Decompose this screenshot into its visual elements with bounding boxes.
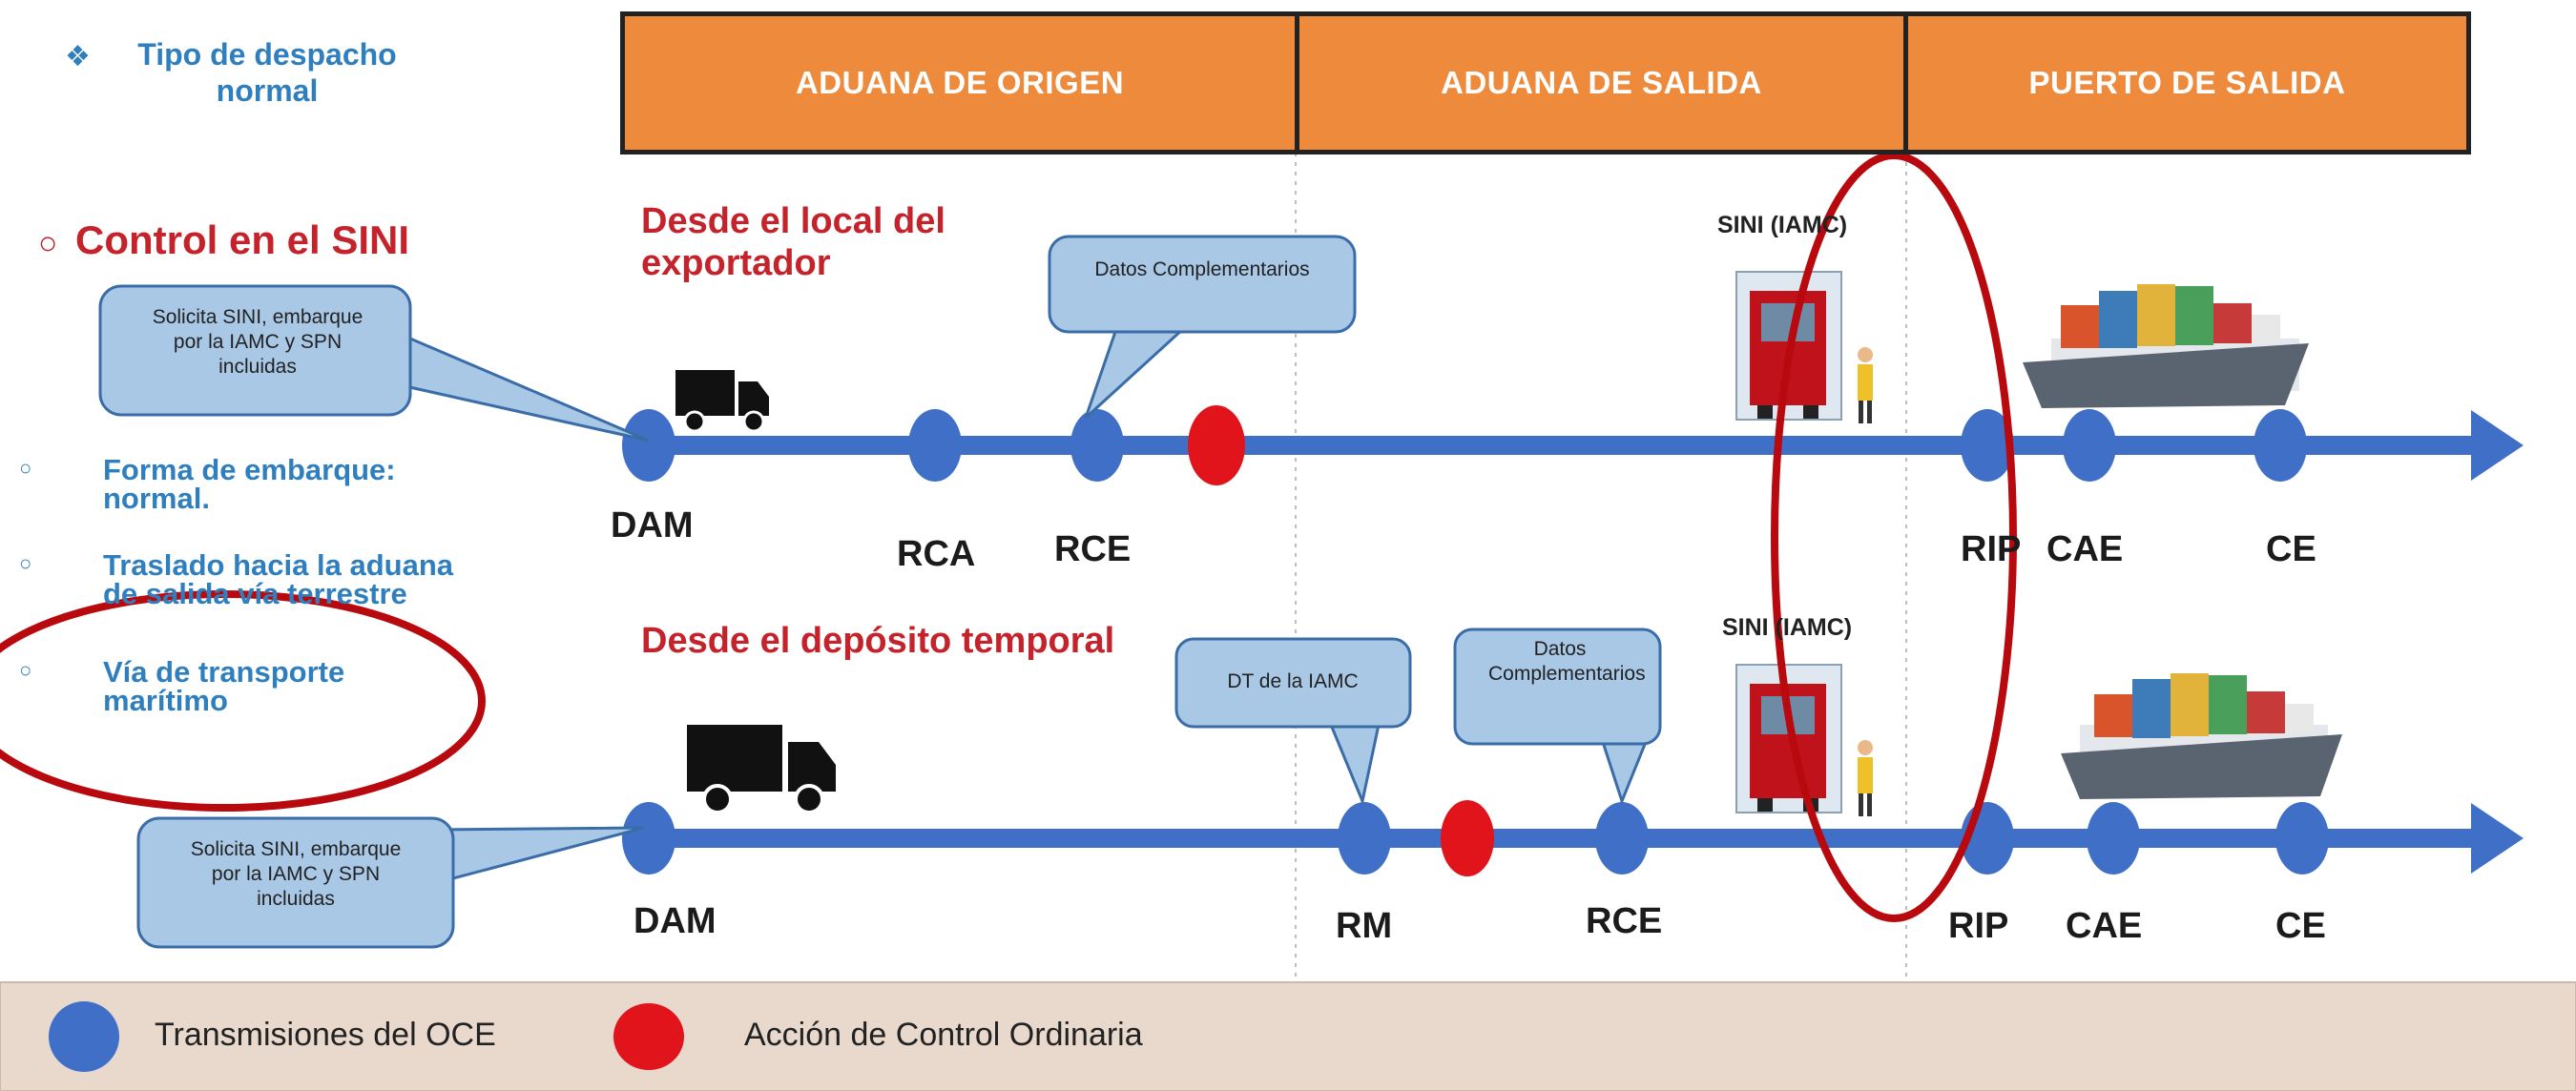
node-label-rip-2: RIP <box>1948 906 2009 946</box>
node-cae-1 <box>2063 409 2116 482</box>
dispatch-title-block: ❖ Tipo de despacho normal <box>57 36 477 109</box>
stage-header-salida: ADUANA DE SALIDA <box>1295 11 1908 154</box>
ship-icon-1 <box>2023 284 2309 408</box>
callout-dt-2-shape <box>1174 637 1412 807</box>
node-label-rm-2: RM <box>1336 906 1393 946</box>
node-label-cae-1: CAE <box>2046 529 2124 569</box>
sidebar-item-text: Traslado hacia la aduana de salida vía t… <box>103 548 453 610</box>
sidebar-item-3: ○ Vía de transporte marítimo <box>19 655 420 717</box>
circle-bullet-icon: ○ <box>38 225 58 261</box>
timeline-2-line <box>649 829 2481 848</box>
node-dam-1 <box>622 409 675 482</box>
node-rca-1 <box>908 409 962 482</box>
node-cae-2 <box>2087 802 2140 875</box>
legend-blue-label: Transmisiones del OCE <box>155 1017 496 1053</box>
callout-data-1-shape <box>1048 235 1357 420</box>
node-label-rce-2: RCE <box>1586 901 1663 941</box>
node-label-rce-1: RCE <box>1054 529 1132 569</box>
stage-label-puerto: PUERTO DE SALIDA <box>2028 65 2346 100</box>
circle-bullet-icon: ○ <box>19 551 32 575</box>
callout-request-2: Solicita SINI, embarque por la IAMC y SP… <box>190 838 402 910</box>
node-rip-1 <box>1961 409 2014 482</box>
callout-data-1: Datos Complementarios <box>1094 258 1310 280</box>
diamond-bullet-icon: ❖ <box>65 41 91 72</box>
node-label-cae-2: CAE <box>2066 906 2143 946</box>
timeline-2-arrow <box>2471 803 2524 874</box>
callout-dt-2: DT de la IAMC <box>1227 670 1359 692</box>
node-rce-2 <box>1595 802 1649 875</box>
node-ce-2 <box>2275 802 2329 875</box>
node-dam-2 <box>622 802 675 875</box>
row1-title: Desde el local del exportador <box>641 201 945 283</box>
sidebar-item-1: ○ Forma de embarque: normal. <box>19 453 467 515</box>
node-rm-2 <box>1338 802 1391 875</box>
node-control-2 <box>1441 800 1494 876</box>
stage-label-salida: ADUANA DE SALIDA <box>1441 65 1762 100</box>
sini-label-2: SINI (IAMC) <box>1722 614 1853 641</box>
node-label-rip-1: RIP <box>1961 529 2022 569</box>
control-heading: Control en el SINI <box>75 217 410 262</box>
node-rce-1 <box>1070 409 1124 482</box>
callout-data-2: Datos Complementarios <box>1488 638 1646 685</box>
callout-data-2-shape <box>1453 628 1662 806</box>
node-label-rca-1: RCA <box>897 534 976 574</box>
dispatch-title: Tipo de despacho normal <box>137 37 397 108</box>
node-label-dam-2: DAM <box>634 901 717 941</box>
circle-bullet-icon: ○ <box>19 456 32 480</box>
timeline-1-arrow <box>2471 410 2524 481</box>
truck-icon-1 <box>675 370 769 433</box>
node-label-dam-1: DAM <box>611 505 694 546</box>
truck-icon-2 <box>687 725 836 814</box>
control-heading-row: ○ Control en el SINI <box>38 217 409 263</box>
annotation-ellipse-sidebar <box>0 590 486 812</box>
legend-band <box>0 981 2576 1091</box>
legend-red-dot <box>613 1003 684 1070</box>
stage-label-origen: ADUANA DE ORIGEN <box>795 65 1125 100</box>
sini-label-1: SINI (IAMC) <box>1717 212 1848 238</box>
sidebar-item-text: Vía de transporte marítimo <box>103 655 345 717</box>
node-control-1 <box>1188 405 1245 485</box>
row2-title: Desde el depósito temporal <box>641 621 1115 661</box>
legend-red-label: Acción de Control Ordinaria <box>744 1017 1143 1053</box>
sidebar-item-text: Forma de embarque: normal. <box>103 453 396 515</box>
node-label-ce-2: CE <box>2275 906 2326 946</box>
callout-request-2-shape <box>136 816 645 949</box>
sidebar-item-2: ○ Traslado hacia la aduana de salida vía… <box>19 548 467 610</box>
node-ce-1 <box>2254 409 2307 482</box>
callout-request-1: Solicita SINI, embarque por la IAMC y SP… <box>152 306 364 378</box>
circle-bullet-icon: ○ <box>19 658 32 682</box>
legend-blue-dot <box>49 1001 119 1072</box>
annotation-ellipse-vertical <box>1771 152 2017 922</box>
stage-header-origen: ADUANA DE ORIGEN <box>620 11 1299 154</box>
callout-request-1-shape <box>98 284 650 443</box>
stage-header-puerto: PUERTO DE SALIDA <box>1903 11 2471 154</box>
node-label-ce-1: CE <box>2266 529 2316 569</box>
ship-icon-2 <box>2061 673 2342 799</box>
